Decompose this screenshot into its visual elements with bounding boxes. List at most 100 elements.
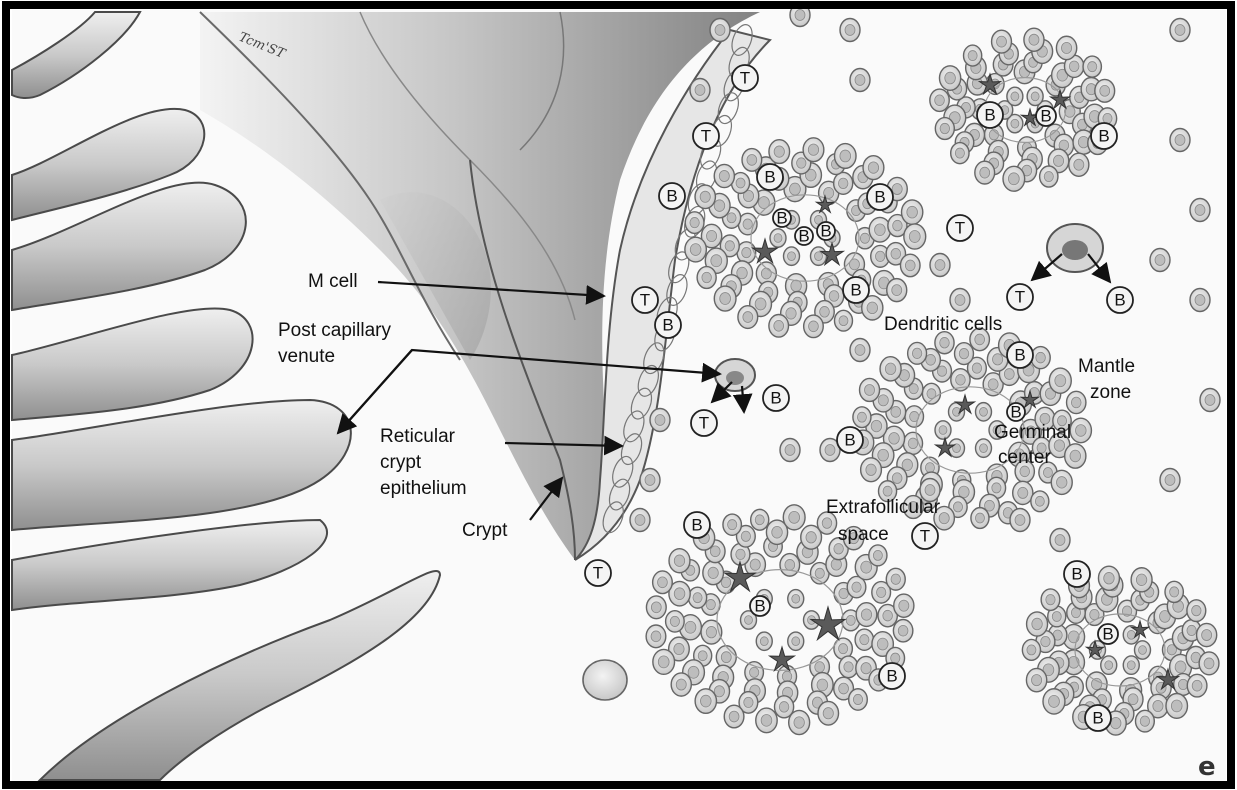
lymphocyte bbox=[904, 224, 926, 249]
b-cell-marker: B bbox=[750, 596, 770, 616]
b-cell-marker: B bbox=[977, 102, 1003, 128]
lymphocyte bbox=[646, 596, 666, 619]
lymphocyte bbox=[992, 30, 1012, 53]
lymphocyte bbox=[1199, 652, 1219, 675]
lymphocyte bbox=[769, 140, 790, 164]
lymphocyte bbox=[863, 156, 884, 180]
lymphocyte bbox=[930, 254, 950, 277]
lymphocyte bbox=[1197, 623, 1217, 646]
label-reticular-1: Reticular bbox=[380, 426, 456, 447]
lymphocyte bbox=[939, 66, 960, 90]
label-dendritic-cells: Dendritic cells bbox=[884, 314, 1002, 335]
t-cell-marker: T bbox=[1007, 284, 1033, 310]
b-cell-marker: B bbox=[1085, 705, 1111, 731]
lymphocyte bbox=[834, 172, 853, 194]
lymphocyte bbox=[949, 439, 965, 457]
lymphocyte bbox=[738, 306, 758, 329]
lymphocyte bbox=[697, 267, 716, 289]
lymphocyte bbox=[1051, 470, 1072, 494]
lymphocyte bbox=[955, 343, 974, 365]
lymphocyte bbox=[1027, 612, 1048, 636]
lymphocyte bbox=[1165, 581, 1183, 602]
lymphocyte bbox=[922, 383, 940, 404]
b-cell-label: B bbox=[886, 667, 897, 686]
lymphocyte bbox=[1187, 600, 1206, 622]
lymphocyte bbox=[964, 45, 982, 66]
lymphocyte bbox=[886, 568, 905, 590]
label-m-cell: M cell bbox=[308, 271, 358, 292]
label-post-capillary-2: venute bbox=[278, 346, 335, 367]
b-cell-marker: B bbox=[757, 164, 783, 190]
lymphocyte bbox=[751, 509, 769, 530]
lymphocyte bbox=[1069, 153, 1089, 176]
b-cell-marker: B bbox=[684, 512, 710, 538]
lymphocyte bbox=[935, 118, 954, 140]
lymphocyte bbox=[780, 554, 800, 577]
t-cell-marker: T bbox=[947, 215, 973, 241]
b-cell-marker: B bbox=[867, 184, 893, 210]
b-cell-label: B bbox=[1114, 291, 1125, 310]
b-cell-marker: B bbox=[843, 277, 869, 303]
lymphocyte bbox=[1166, 694, 1188, 719]
b-cell-marker: B bbox=[655, 312, 681, 338]
lymphocyte bbox=[850, 339, 870, 362]
lymphocyte bbox=[714, 286, 736, 311]
lymphocyte bbox=[1026, 668, 1046, 691]
t-cell-label: T bbox=[699, 414, 709, 433]
lymphocyte bbox=[860, 378, 880, 401]
b-cell-label: B bbox=[798, 227, 809, 246]
lymphocyte bbox=[1150, 249, 1170, 272]
b-cell-marker: B bbox=[1098, 624, 1118, 644]
b-cell-label: B bbox=[1071, 565, 1082, 584]
lymphocyte bbox=[804, 315, 824, 338]
label-germinal-1: Germinal bbox=[994, 422, 1071, 443]
lymphocyte bbox=[690, 79, 710, 102]
lymphocyte bbox=[1131, 568, 1152, 592]
lymphocyte bbox=[901, 200, 922, 225]
label-post-capillary-1: Post capillary bbox=[278, 320, 391, 341]
lymphocyte bbox=[1095, 79, 1115, 102]
b-cell-marker: B bbox=[795, 227, 813, 246]
lymphocyte bbox=[653, 571, 673, 594]
lymphocyte bbox=[1056, 36, 1076, 59]
lymphocyte bbox=[669, 549, 690, 573]
lymphocyte bbox=[688, 587, 706, 608]
t-cell-label: T bbox=[1015, 288, 1025, 307]
lymphocyte bbox=[1187, 674, 1207, 697]
lymphocyte bbox=[1049, 368, 1071, 393]
b-cell-marker: B bbox=[817, 222, 835, 241]
b-cell-label: B bbox=[1040, 107, 1051, 126]
t-cell-marker: T bbox=[585, 560, 611, 586]
label-extrafollicular-2: space bbox=[838, 524, 889, 545]
b-cell-marker: B bbox=[1007, 342, 1033, 368]
lymphocyte bbox=[1022, 639, 1040, 660]
t-cell-label: T bbox=[955, 219, 965, 238]
b-cell-label: B bbox=[754, 597, 765, 616]
lymphocyte bbox=[784, 247, 800, 265]
lymphocyte bbox=[1098, 566, 1119, 590]
lymphocyte bbox=[723, 514, 741, 535]
lymphocyte bbox=[1190, 289, 1210, 312]
lymphocyte bbox=[695, 689, 716, 714]
t-cell-label: T bbox=[920, 527, 930, 546]
lymphocyte bbox=[1041, 589, 1060, 610]
lymphocyte bbox=[788, 590, 804, 608]
lymphocyte bbox=[850, 69, 870, 92]
lymphocyte bbox=[1200, 389, 1220, 412]
lymphocyte bbox=[1070, 418, 1091, 442]
lymphocyte bbox=[650, 409, 670, 432]
lymphocyte bbox=[903, 432, 922, 454]
label-crypt: Crypt bbox=[462, 520, 508, 541]
b-cell-label: B bbox=[874, 188, 885, 207]
lymphocyte bbox=[1031, 491, 1049, 512]
t-cell-label: T bbox=[593, 564, 603, 583]
large-cell bbox=[583, 660, 627, 700]
lymphocyte bbox=[1083, 56, 1101, 77]
b-cell-marker: B bbox=[763, 385, 789, 411]
lymphocyte bbox=[1065, 444, 1086, 468]
lymphocyte bbox=[818, 701, 839, 725]
lymphocyte bbox=[951, 143, 969, 164]
lymphocyte bbox=[1050, 529, 1070, 552]
lymphocyte bbox=[908, 342, 927, 364]
